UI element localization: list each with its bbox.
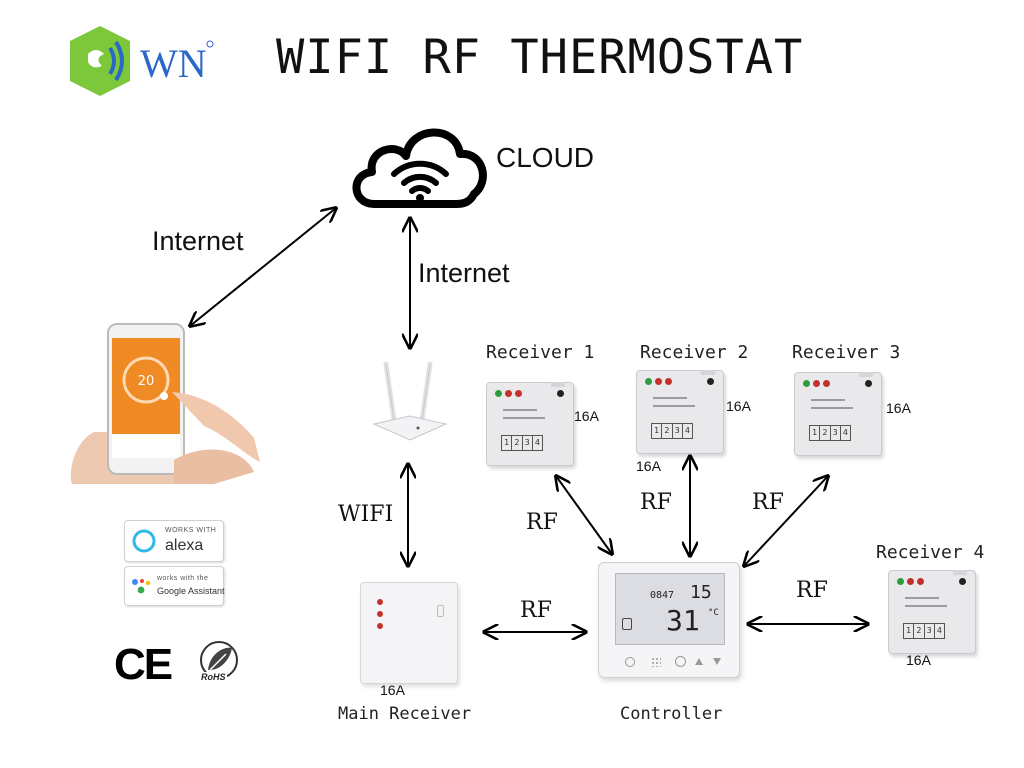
logo-signal-wave — [114, 40, 124, 82]
controller-label: Controller — [620, 704, 723, 724]
status-led-icon — [897, 578, 904, 585]
google-assistant-badge: works with the Google Assistant — [124, 566, 225, 606]
brand-logo — [70, 26, 214, 96]
power-icon — [625, 657, 635, 667]
lcd-set-temperature: 15 — [690, 582, 712, 603]
status-led-icon — [959, 578, 966, 585]
rf-label-main: RF — [520, 598, 552, 623]
logo-swirl — [88, 50, 104, 68]
status-led-icon — [907, 578, 914, 585]
receiver-2-rating-secondary: 16A — [636, 458, 661, 474]
main-receiver-label: Main Receiver — [338, 704, 472, 724]
receiver-4-rating: 16A — [906, 652, 931, 668]
router-body — [372, 415, 448, 441]
status-led-icon — [377, 623, 383, 629]
menu-icon — [651, 657, 661, 667]
internet-label-left: Internet — [152, 226, 244, 256]
status-led-icon — [865, 380, 872, 387]
google-assistant-icon — [132, 579, 151, 594]
status-led-icon — [917, 578, 924, 585]
main-receiver-device — [360, 582, 458, 684]
receiver-3-label: Receiver 3 — [792, 342, 901, 363]
arrow-up-icon — [695, 658, 703, 665]
status-led-icon — [803, 380, 810, 387]
cloud-label: CLOUD — [496, 142, 595, 173]
phone-temperature: 20 — [138, 374, 155, 389]
cloud-icon — [352, 128, 487, 208]
wifi-status-icon — [622, 618, 632, 630]
internet-label-center: Internet — [418, 258, 510, 288]
phone-tab-bar — [112, 434, 180, 458]
receiver-4-label: Receiver 4 — [876, 542, 985, 563]
rf-label-receiver2: RF — [640, 490, 672, 515]
page-title: WIFI RF THERMOSTAT — [276, 30, 804, 85]
alexa-ring-icon — [132, 529, 156, 553]
lcd-room-temperature: 31 — [666, 604, 700, 637]
google-badge-caption: works with the — [157, 575, 209, 582]
alexa-badge-caption: WORKS WITH — [165, 527, 217, 534]
rf-label-receiver3: RF — [752, 490, 784, 515]
phone-dial — [122, 356, 170, 404]
logo-signal-wave — [108, 46, 116, 76]
wifi-icon — [391, 160, 449, 177]
status-led-icon — [823, 380, 830, 387]
power-button-icon — [675, 656, 686, 667]
arrow-receiver3-controller — [744, 476, 828, 566]
thermostat-controller: 0847 15 31 °C — [598, 562, 740, 678]
status-led-icon — [645, 378, 652, 385]
lcd-screen: 0847 15 31 °C — [615, 573, 725, 645]
rf-label-receiver1: RF — [526, 510, 558, 535]
wifi-label: WIFI — [338, 502, 394, 527]
status-led-icon — [655, 378, 662, 385]
status-led-icon — [813, 380, 820, 387]
pairing-button — [437, 605, 444, 617]
lcd-time: 0847 — [650, 590, 675, 601]
arrow-phone-cloud — [190, 208, 336, 326]
alexa-badge: WORKS WITH alexa — [124, 520, 224, 562]
arrow-receiver1-controller — [556, 476, 612, 554]
rohs-label: RoHS — [200, 672, 227, 682]
lcd-unit: °C — [708, 608, 719, 618]
status-led-icon — [495, 390, 502, 397]
phone-dial-knob — [160, 392, 168, 400]
ce-mark: CE — [114, 640, 173, 689]
status-led-icon — [665, 378, 672, 385]
main-receiver-rating: 16A — [380, 682, 405, 698]
status-led-icon — [515, 390, 522, 397]
status-led-icon — [377, 599, 383, 605]
status-led-icon — [707, 378, 714, 385]
finger-shape — [172, 392, 260, 462]
receiver-1-rating: 16A — [574, 408, 599, 424]
rohs-leaf-icon — [200, 641, 238, 679]
logo-text: WN — [140, 41, 207, 86]
google-badge-title: Google Assistant — [157, 586, 225, 596]
receiver-2-label: Receiver 2 — [640, 342, 749, 363]
receiver-3-rating: 16A — [886, 400, 911, 416]
receiver-2-rating: 16A — [726, 398, 751, 414]
status-led-icon — [377, 611, 383, 617]
arrow-down-icon — [713, 658, 721, 665]
alexa-badge-title: alexa — [165, 537, 204, 554]
wifi-router-image — [372, 361, 448, 441]
smartphone-app-image: 20 — [70, 323, 260, 484]
registered-mark-icon — [206, 40, 214, 48]
rf-label-receiver4: RF — [796, 578, 828, 603]
receiver-1-label: Receiver 1 — [486, 342, 595, 363]
status-led-icon — [557, 390, 564, 397]
status-led-icon — [505, 390, 512, 397]
